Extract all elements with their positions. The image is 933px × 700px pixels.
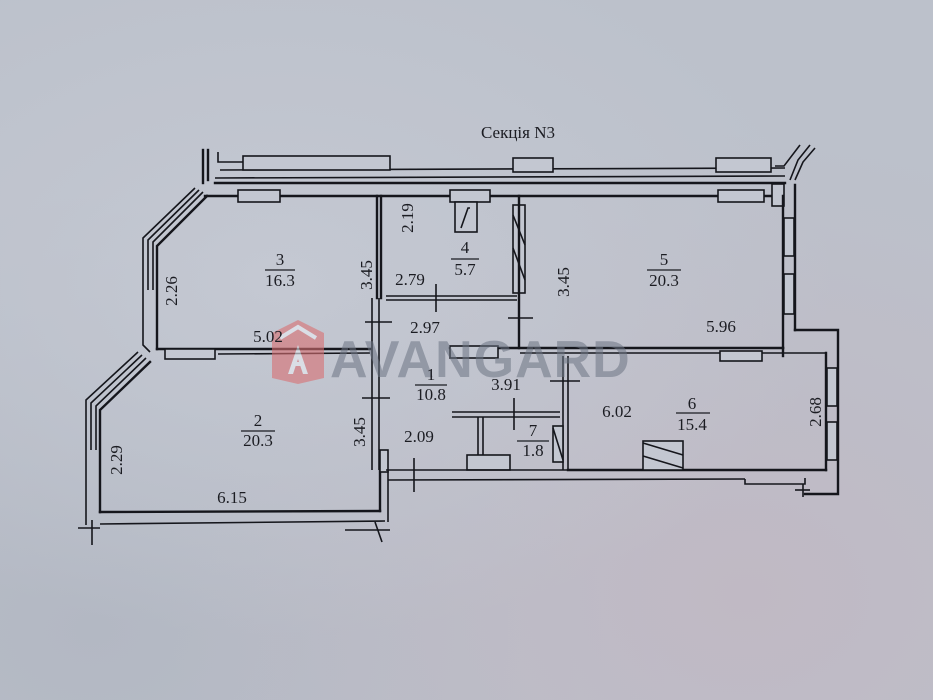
svg-text:6: 6 — [688, 394, 697, 413]
svg-text:2.19: 2.19 — [398, 203, 417, 233]
svg-text:6.02: 6.02 — [602, 402, 632, 421]
room-2-label: 2 20.3 — [241, 411, 275, 450]
svg-text:2.79: 2.79 — [395, 270, 425, 289]
room-3-bay-window — [142, 187, 209, 353]
svg-text:15.4: 15.4 — [677, 415, 707, 434]
svg-text:2.26: 2.26 — [162, 276, 181, 306]
window — [715, 157, 772, 173]
svg-text:5.7: 5.7 — [454, 260, 476, 279]
shower-tray — [466, 454, 511, 471]
svg-text:6.15: 6.15 — [217, 488, 247, 507]
svg-text:10.8: 10.8 — [416, 385, 446, 404]
room-3-label: 3 16.3 — [265, 250, 295, 290]
svg-text:2.97: 2.97 — [410, 318, 440, 337]
svg-text:5.96: 5.96 — [706, 317, 736, 336]
svg-text:20.3: 20.3 — [649, 271, 679, 290]
svg-text:3.45: 3.45 — [357, 260, 376, 290]
room-4-label: 4 5.7 — [451, 238, 479, 279]
window — [783, 217, 795, 257]
window — [242, 155, 391, 171]
wall-rooms-5-6 — [448, 345, 826, 362]
svg-text:16.3: 16.3 — [265, 271, 295, 290]
svg-text:3.45: 3.45 — [350, 417, 369, 447]
room-7-label: 7 1.8 — [517, 421, 549, 460]
svg-text:3.91: 3.91 — [491, 375, 521, 394]
ventilation-shaft — [454, 201, 478, 233]
room-2-bay-window — [85, 351, 152, 525]
svg-text:4: 4 — [461, 238, 470, 257]
room-5-label: 5 20.3 — [647, 250, 681, 290]
window — [237, 189, 281, 203]
top-exterior-wall — [201, 144, 816, 185]
svg-text:2.09: 2.09 — [404, 427, 434, 446]
room-5-right-wall — [781, 183, 840, 496]
room-2-bottom-wall — [78, 509, 390, 545]
window — [783, 273, 795, 315]
window — [826, 421, 838, 461]
room-6-label: 6 15.4 — [676, 394, 710, 434]
room-6-walls — [550, 351, 838, 472]
svg-text:7: 7 — [529, 421, 538, 440]
svg-text:1: 1 — [427, 365, 436, 384]
central-wall — [362, 194, 392, 522]
dimension-labels: 2.26 5.02 3.45 2.19 2.79 3.45 5.96 2.97 … — [107, 203, 825, 507]
svg-text:3.45: 3.45 — [554, 267, 573, 297]
svg-text:2.68: 2.68 — [806, 397, 825, 427]
svg-text:5.02: 5.02 — [253, 327, 283, 346]
svg-text:2.29: 2.29 — [107, 445, 126, 475]
svg-text:3: 3 — [276, 250, 285, 269]
svg-text:2: 2 — [254, 411, 263, 430]
room-7-walls — [386, 398, 810, 497]
window — [826, 367, 838, 407]
avangard-logo-icon — [272, 320, 324, 384]
inner-top-wall — [203, 183, 785, 207]
room-1-label: 1 10.8 — [415, 365, 447, 404]
svg-text:1.8: 1.8 — [522, 441, 543, 460]
svg-text:5: 5 — [660, 250, 669, 269]
avangard-watermark: AVANGARD — [272, 320, 631, 389]
watermark-text: AVANGARD — [330, 331, 631, 389]
section-title: Секція N3 — [481, 123, 555, 142]
svg-text:20.3: 20.3 — [243, 431, 273, 450]
window — [717, 189, 765, 203]
window — [512, 157, 554, 173]
room-4-walls — [386, 194, 533, 350]
vent — [449, 189, 491, 203]
